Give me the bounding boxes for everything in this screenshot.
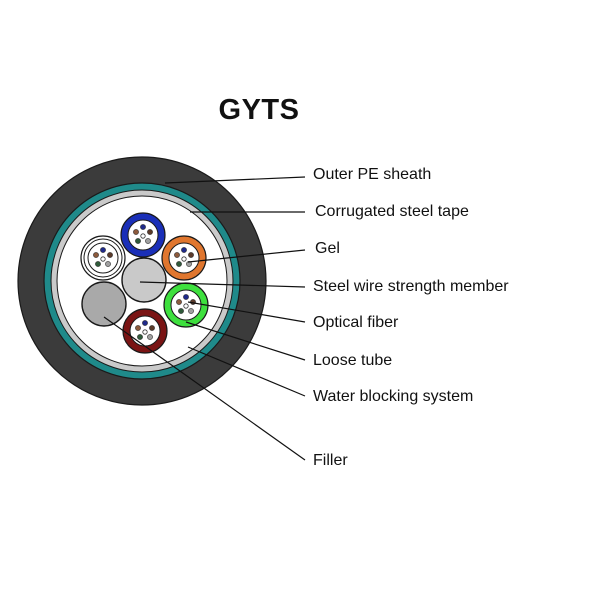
optical-fiber: [100, 256, 106, 262]
loose-tube-inner-ring: [83, 238, 123, 278]
leader-steel-wire-strength-member: [139, 281, 306, 288]
label-outer-pe-sheath: Outer PE sheath: [313, 166, 432, 183]
label-filler: Filler: [313, 452, 348, 469]
leader-lines: [103, 176, 306, 461]
leader-optical-fiber: [187, 301, 306, 323]
optical-fiber: [95, 261, 101, 267]
optical-fiber: [178, 308, 184, 314]
label-steel-wire-strength-member: Steel wire strength member: [313, 278, 509, 295]
leader-filler: [103, 316, 306, 461]
optical-fiber: [183, 294, 189, 300]
optical-fiber: [181, 247, 187, 253]
leader-outer-pe-sheath: [164, 176, 306, 184]
optical-fiber: [100, 247, 106, 253]
leader-loose-tube: [185, 321, 306, 361]
optical-fiber: [176, 299, 182, 305]
optical-fiber: [149, 325, 155, 331]
leader-gel: [187, 249, 306, 263]
optical-fiber: [140, 224, 146, 230]
label-water-blocking-system: Water blocking system: [313, 388, 474, 405]
label-corrugated-steel-tape: Corrugated steel tape: [315, 203, 469, 220]
optical-fiber: [176, 261, 182, 267]
optical-fiber: [93, 252, 99, 258]
optical-fiber: [133, 229, 139, 235]
blue-tube: [120, 212, 166, 258]
optical-fiber: [183, 303, 189, 309]
white-tube: [80, 235, 126, 281]
optical-fiber: [107, 252, 113, 258]
optical-fiber: [137, 334, 143, 340]
optical-fiber: [188, 252, 194, 258]
label-gel: Gel: [315, 240, 340, 257]
optical-fiber: [147, 229, 153, 235]
cable: [17, 156, 267, 406]
optical-fiber: [181, 256, 187, 262]
optical-fiber: [147, 334, 153, 340]
optical-fiber: [142, 320, 148, 326]
optical-fiber: [105, 261, 111, 267]
leader-water-blocking-system: [187, 346, 306, 397]
steel-wire-strength-member: [121, 257, 167, 303]
filler-rod: [81, 281, 127, 327]
optical-fiber: [145, 238, 151, 244]
optical-fiber: [142, 329, 148, 335]
optical-fiber: [188, 308, 194, 314]
optical-fiber: [135, 238, 141, 244]
optical-fiber: [140, 233, 146, 239]
diagram-title: GYTS: [218, 94, 300, 126]
orange-tube: [161, 235, 207, 281]
label-loose-tube: Loose tube: [313, 352, 393, 369]
optical-fiber: [135, 325, 141, 331]
optical-fiber: [174, 252, 180, 258]
label-optical-fiber: Optical fiber: [313, 314, 399, 331]
green-tube: [163, 282, 209, 328]
